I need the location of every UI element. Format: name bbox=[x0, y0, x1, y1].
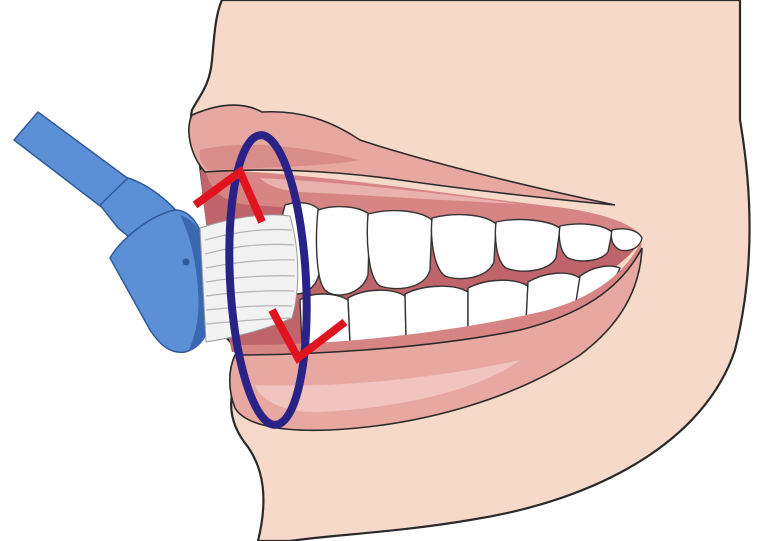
tooth-upper-3 bbox=[367, 211, 432, 289]
tooth-upper-2 bbox=[316, 207, 370, 295]
toothbrush-dot bbox=[183, 259, 190, 266]
tooth-upper-4 bbox=[432, 215, 496, 279]
tooth-upper-6 bbox=[559, 224, 612, 261]
tooth-upper-5 bbox=[495, 220, 560, 272]
tooth-lower-2 bbox=[348, 290, 406, 342]
